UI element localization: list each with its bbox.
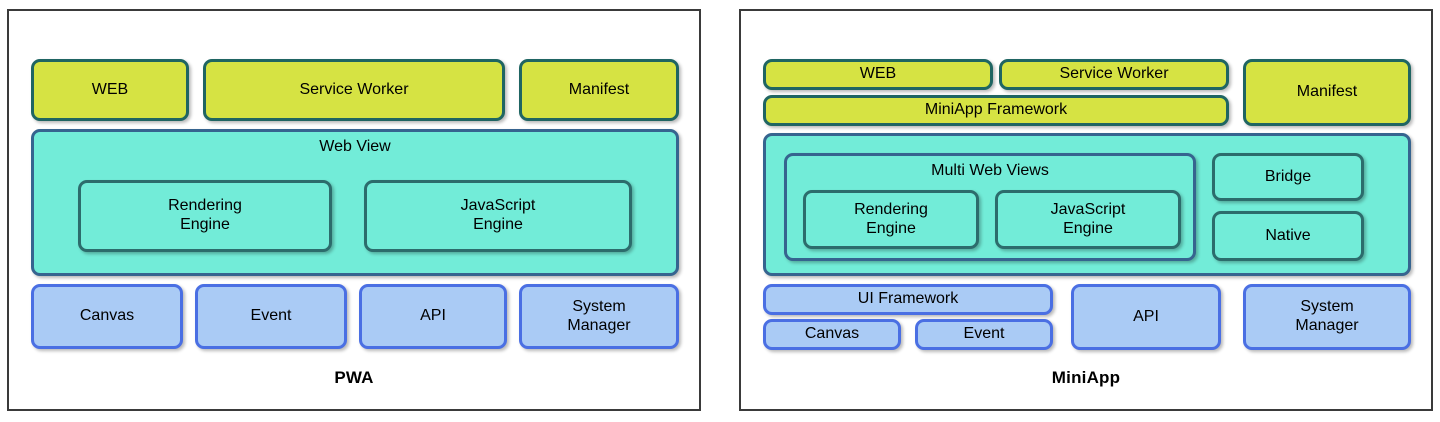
pwa-system-manager-line1: System [572, 297, 626, 315]
pwa-box-javascript-engine[interactable]: JavaScript Engine [364, 180, 632, 252]
pwa-javascript-engine-line2: Engine [473, 216, 523, 233]
pwa-rendering-engine-line2: Engine [180, 216, 230, 233]
miniapp-box-system-manager[interactable]: System Manager [1243, 284, 1411, 350]
miniapp-box-bridge[interactable]: Bridge [1212, 153, 1364, 201]
miniapp-box-canvas[interactable]: Canvas [763, 319, 901, 350]
pwa-container-web-view-label: Web View [319, 138, 391, 155]
pwa-box-rendering-engine-label: Rendering Engine [168, 197, 242, 235]
pwa-system-manager-line2: Manager [567, 316, 631, 334]
miniapp-javascript-engine-line2: Engine [1063, 219, 1113, 237]
miniapp-box-canvas-label: Canvas [804, 325, 860, 343]
miniapp-system-manager-line1: System [1300, 298, 1354, 316]
miniapp-box-event[interactable]: Event [915, 319, 1053, 350]
miniapp-box-event-label: Event [963, 325, 1005, 343]
miniapp-box-service-worker[interactable]: Service Worker [999, 59, 1229, 90]
miniapp-javascript-engine-line1: JavaScript [1050, 200, 1126, 218]
miniapp-box-ui-framework-label: UI Framework [857, 290, 959, 308]
panel-pwa: WEB Service Worker Manifest Web View Ren… [7, 9, 701, 411]
miniapp-box-rendering-engine-label: Rendering Engine [854, 201, 928, 239]
pwa-box-web-label: WEB [91, 80, 129, 98]
pwa-box-rendering-engine[interactable]: Rendering Engine [78, 180, 332, 252]
pwa-box-api-label: API [420, 307, 446, 325]
pwa-box-web[interactable]: WEB [31, 59, 189, 121]
miniapp-system-manager-line2: Manager [1295, 317, 1359, 334]
miniapp-box-miniapp-framework[interactable]: MiniApp Framework [763, 95, 1229, 126]
miniapp-box-rendering-engine[interactable]: Rendering Engine [803, 190, 979, 249]
pwa-container-web-view[interactable]: Web View Rendering Engine JavaScript Eng… [31, 129, 679, 276]
miniapp-box-service-worker-label: Service Worker [1059, 65, 1169, 83]
pwa-box-canvas[interactable]: Canvas [31, 284, 183, 349]
miniapp-container-multi-web-views[interactable]: Multi Web Views Rendering Engine JavaScr… [784, 153, 1196, 261]
pwa-panel-title: PWA [334, 368, 374, 387]
miniapp-box-web-label: WEB [859, 65, 897, 83]
miniapp-box-bridge-label: Bridge [1264, 167, 1312, 185]
pwa-box-api[interactable]: API [359, 284, 507, 349]
miniapp-box-javascript-engine-label: JavaScript Engine [1051, 201, 1126, 239]
miniapp-container-multi-web-views-label: Multi Web Views [931, 162, 1049, 179]
miniapp-box-manifest-label: Manifest [1296, 83, 1358, 101]
miniapp-box-web[interactable]: WEB [763, 59, 993, 90]
miniapp-rendering-engine-line2: Engine [866, 219, 916, 237]
panel-miniapp: WEB Service Worker MiniApp Framework Man… [739, 9, 1433, 411]
pwa-box-manifest-label: Manifest [568, 80, 630, 98]
pwa-box-javascript-engine-label: JavaScript Engine [461, 197, 536, 235]
miniapp-box-system-manager-label: System Manager [1295, 298, 1358, 336]
miniapp-container-runtime[interactable]: Multi Web Views Rendering Engine JavaScr… [763, 133, 1411, 276]
miniapp-box-miniapp-framework-label: MiniApp Framework [924, 101, 1068, 119]
miniapp-box-manifest[interactable]: Manifest [1243, 59, 1411, 126]
miniapp-box-javascript-engine[interactable]: JavaScript Engine [995, 190, 1181, 249]
miniapp-box-ui-framework[interactable]: UI Framework [763, 284, 1053, 315]
pwa-box-system-manager-label: System Manager [567, 298, 630, 336]
pwa-box-service-worker-label: Service Worker [299, 80, 409, 98]
pwa-box-event[interactable]: Event [195, 284, 347, 349]
pwa-box-system-manager[interactable]: System Manager [519, 284, 679, 349]
pwa-javascript-engine-line1: JavaScript [460, 197, 536, 215]
miniapp-box-api-label: API [1133, 307, 1159, 325]
pwa-box-canvas-label: Canvas [79, 307, 135, 325]
pwa-box-event-label: Event [250, 307, 292, 325]
miniapp-panel-title: MiniApp [1051, 368, 1121, 387]
pwa-box-service-worker[interactable]: Service Worker [203, 59, 505, 121]
miniapp-box-native-label: Native [1265, 226, 1311, 244]
miniapp-box-api[interactable]: API [1071, 284, 1221, 350]
miniapp-rendering-engine-line1: Rendering [854, 200, 928, 218]
pwa-box-manifest[interactable]: Manifest [519, 59, 679, 121]
pwa-rendering-engine-line1: Rendering [168, 197, 242, 215]
miniapp-box-native[interactable]: Native [1212, 211, 1364, 261]
